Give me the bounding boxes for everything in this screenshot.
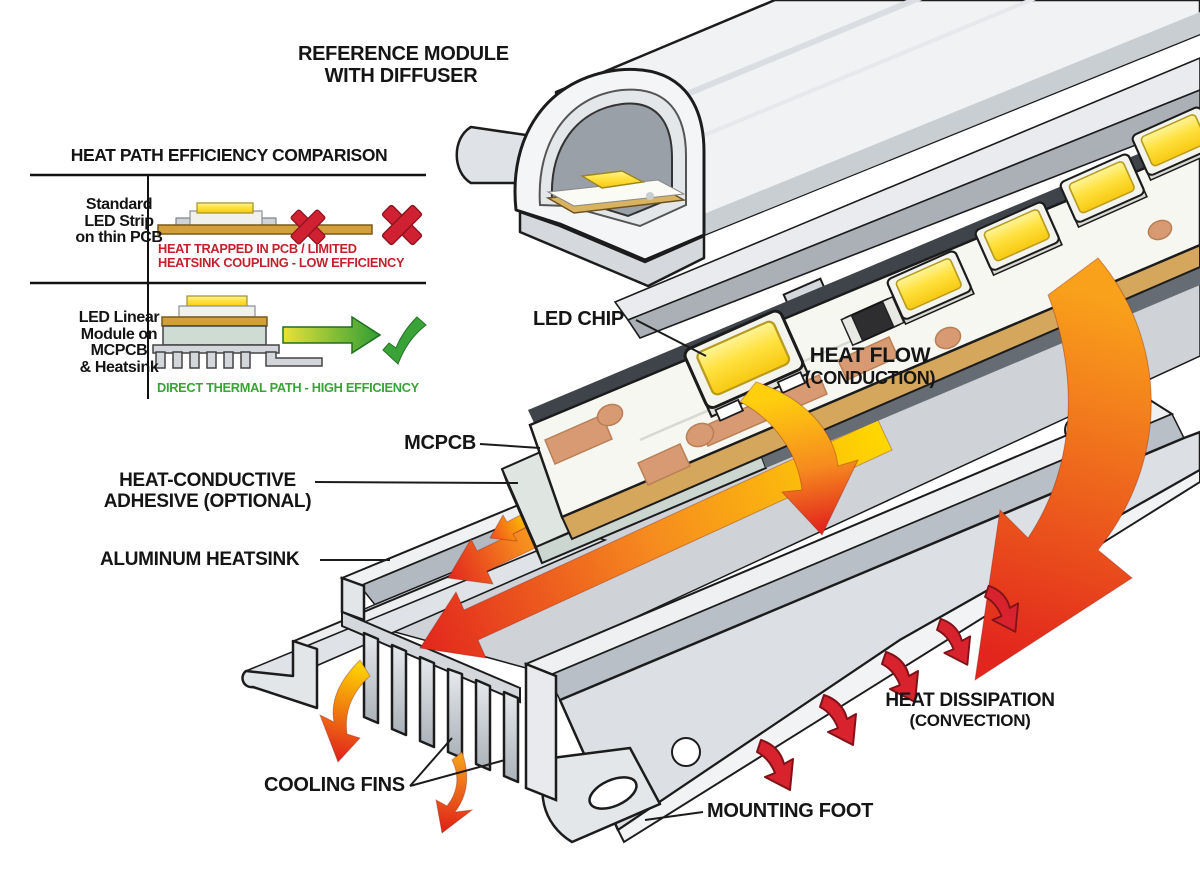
conduction-arrow-curved: [974, 257, 1152, 682]
smd-led: [886, 250, 975, 326]
adhesive-label: HEAT-CONDUCTIVE ADHESIVE (OPTIONAL): [95, 470, 320, 513]
row2-label-line3: MCPCB: [90, 342, 148, 359]
copper-pad: [544, 414, 613, 465]
leader-adhesive: [314, 481, 519, 484]
fin: [502, 690, 520, 784]
leader-fins-2: [409, 759, 506, 787]
adhesive-label-line2: ADHESIVE (OPTIONAL): [103, 491, 312, 513]
leader-lines: [314, 319, 707, 821]
row2-label-line1: LED Linear: [78, 309, 160, 326]
far-wall: [626, 89, 1200, 339]
reference-module-label-line1: REFERENCE MODULE: [298, 43, 509, 65]
comparison-row1-caption: HEAT TRAPPED IN PCB / LIMITED HEATSINK C…: [158, 241, 405, 270]
convection-arrow: [984, 584, 1020, 633]
fin: [474, 678, 492, 772]
leader-mounting-foot: [644, 811, 704, 821]
smd-led: [1131, 106, 1200, 182]
mcpcb-illustration: [528, 106, 1200, 541]
thin-pcb-bar: [157, 224, 373, 235]
heat-flow-label: HEAT FLOW (CONDUCTION): [790, 344, 950, 388]
cut-right-wall: [524, 662, 558, 802]
fail-x-small-icon: [290, 209, 326, 245]
smd-led: [1059, 153, 1148, 229]
cooling-fins-shapes: [362, 631, 520, 784]
heat-dissipation-line2: (CONVECTION): [909, 711, 1031, 731]
fin-heat-arrow-2: [435, 751, 474, 834]
fin: [418, 655, 436, 749]
comparison-row2-caption: DIRECT THERMAL PATH - HIGH EFFICIENCY: [157, 380, 419, 395]
heat-dissipation-label: HEAT DISSIPATION (CONVECTION): [868, 690, 1072, 730]
adhesive-label-line1: HEAT-CONDUCTIVE: [119, 470, 296, 491]
led-chip-label: LED CHIP: [533, 308, 624, 330]
copper-pad: [837, 336, 899, 381]
tube-highlight2: [619, 0, 1037, 172]
copper-dot: [1147, 219, 1173, 241]
comparison-title: HEAT PATH EFFICIENCY COMPARISON: [70, 145, 388, 165]
convection-arrow: [756, 739, 794, 791]
tube-highlight: [598, 0, 923, 133]
reference-module-illustration: [455, 0, 1200, 288]
leader-led-chip: [635, 319, 707, 357]
row1-caption-line2: HEATSINK COUPLING - LOW EFFICIENCY: [158, 254, 405, 270]
copper-dot: [934, 326, 962, 350]
mounting-hole: [588, 776, 638, 810]
heat-flow-line2: (CONDUCTION): [804, 367, 936, 388]
thin-pcb-diagram: [157, 202, 423, 246]
fin: [362, 631, 380, 725]
reference-base-channel: [518, 210, 706, 288]
row1-label-line3: on thin PCB: [75, 229, 163, 246]
inner-strip-dot: [646, 192, 654, 200]
leader-mcpcb: [479, 443, 541, 449]
far-flange: [613, 57, 1200, 321]
mini-heatsink: [152, 344, 323, 369]
convection-arrows: [756, 584, 1020, 791]
fin-heat-arrow-1: [319, 659, 371, 763]
green-arrow-icon: [282, 315, 382, 355]
fin: [390, 643, 408, 737]
cut-wing: [241, 639, 319, 710]
aluminum-heatsink-label: ALUMINUM HEATSINK: [100, 549, 300, 570]
copper-dot: [596, 403, 624, 427]
heat-dissipation-line1: HEAT DISSIPATION: [885, 690, 1055, 711]
convection-arrow: [881, 651, 919, 703]
mcpcb-label: MCPCB: [404, 432, 476, 454]
cooling-fins-label: COOLING FINS: [264, 774, 405, 796]
cut-left-wall: [340, 576, 366, 622]
copper-pad: [637, 443, 691, 486]
pass-check-icon: [382, 316, 427, 365]
tube-shade: [640, 12, 1200, 256]
fin: [446, 667, 464, 760]
rail-notch-left: [671, 737, 701, 767]
row2-label-line4: & Heatsink: [79, 358, 159, 376]
inner-led: [579, 170, 646, 189]
row1-label-line2: LED Strip: [84, 212, 154, 230]
resistor: [840, 295, 905, 347]
mounting-foot-label: MOUNTING FOOT: [707, 800, 874, 822]
leader-fins-1: [409, 737, 453, 787]
row1-caption-line1: HEAT TRAPPED IN PCB / LIMITED: [158, 241, 357, 256]
conduction-arrow-from-chip: [739, 381, 859, 536]
convection-arrow: [936, 617, 972, 666]
row1-label-line1: Standard: [85, 196, 153, 213]
reference-module-label-line2: WITH DIFFUSER: [324, 65, 478, 88]
copper-dot: [685, 422, 715, 448]
reference-module-label: REFERENCE MODULE WITH DIFFUSER: [298, 43, 509, 88]
comparison-row2-label: LED Linear Module on MCPCB & Heatsink: [60, 309, 178, 376]
row2-label-line2: Module on: [80, 325, 158, 343]
comparison-panel-graphics: [30, 173, 427, 399]
heat-path-comparison-panel: HEAT PATH EFFICIENCY COMPARISON Standard…: [30, 143, 428, 403]
fail-x-large-icon: [381, 204, 423, 246]
smd-led: [974, 201, 1063, 277]
heat-flow-line1: HEAT FLOW: [809, 344, 931, 367]
comparison-row1-label: Standard LED Strip on thin PCB: [60, 196, 178, 247]
convection-arrow: [819, 694, 857, 746]
led-row: [886, 106, 1200, 326]
mcpcb-heatsink-diagram: [152, 295, 427, 369]
led-die: [196, 202, 254, 214]
